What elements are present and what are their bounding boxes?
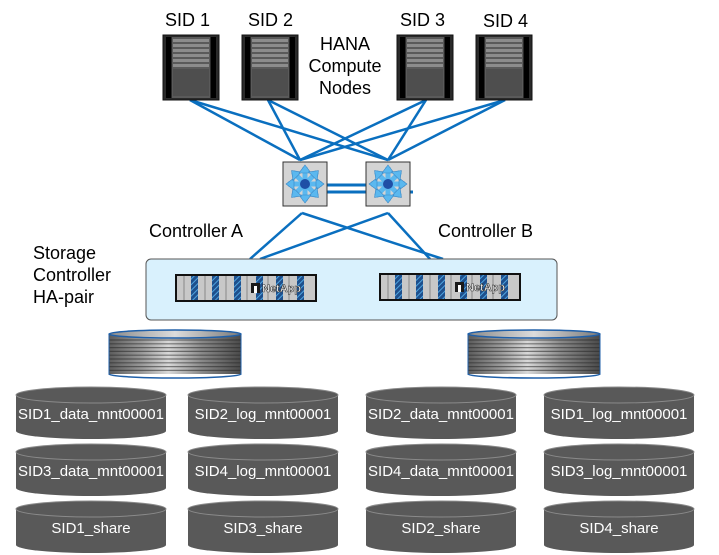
storage-title: Storage Controller HA-pair: [33, 242, 111, 308]
volume-label: SID3_data_mnt00001: [18, 463, 164, 480]
volumes: SID1_data_mnt00001SID3_data_mnt00001SID1…: [15, 386, 695, 553]
volume-cylinder: SID3_log_mnt00001: [543, 443, 695, 496]
node-label-sid3: SID 3: [400, 10, 446, 30]
volume-cylinder: SID2_share: [365, 500, 517, 553]
compute-title-line-2: Compute: [308, 56, 382, 76]
network-switch-icon-switch-1: [282, 161, 328, 207]
link-server-1-switch-1: [189, 98, 301, 162]
volume-cylinder: SID2_data_mnt00001: [365, 386, 517, 439]
volume-label: SID1_share: [51, 520, 130, 537]
storage-title-line-3: HA-pair: [33, 287, 95, 307]
volume-label: SID3_share: [223, 520, 302, 537]
volume-cylinder: SID4_share: [543, 500, 695, 553]
link-server-4-switch-1: [299, 98, 506, 162]
server-icon-sid2: [241, 34, 299, 101]
volume-cylinder: SID1_log_mnt00001: [543, 386, 695, 439]
storage-title-line-2: Controller: [33, 265, 112, 285]
link-server-3-switch-1: [299, 98, 427, 162]
node-label-sid4: SID 4: [483, 11, 529, 31]
link-switch-1-controller-a: [249, 212, 303, 260]
compute-title-line-3: Nodes: [318, 78, 372, 98]
disk-shelf-icon-shelf-a: [108, 329, 242, 379]
volume-cylinder: SID3_data_mnt00001: [15, 443, 167, 496]
link-server-2-switch-2: [267, 98, 389, 162]
link-server-1-switch-2: [189, 98, 389, 162]
compute-nodes: [162, 34, 533, 101]
volume-label: SID2_share: [401, 520, 480, 537]
volume-label: SID4_log_mnt00001: [195, 463, 332, 480]
network-links: [189, 98, 506, 261]
link-server-4-switch-2: [387, 98, 506, 162]
volume-cylinder: SID1_data_mnt00001: [15, 386, 167, 439]
server-icon-sid1: [162, 34, 220, 101]
server-icon-sid4: [475, 34, 533, 101]
volume-label: SID2_data_mnt00001: [368, 406, 514, 423]
node-label-sid2: SID 2: [248, 10, 294, 30]
volume-label: SID3_log_mnt00001: [551, 463, 688, 480]
volume-label: SID4_share: [579, 520, 658, 537]
disk-shelves: [108, 329, 601, 379]
network-switch-icon-switch-2: [365, 161, 411, 207]
link-switch-2-controller-a: [259, 211, 389, 261]
volume-cylinder: SID4_log_mnt00001: [187, 443, 339, 496]
link-server-3-switch-2: [386, 99, 428, 161]
volume-label: SID2_log_mnt00001: [195, 406, 332, 423]
controller-a-label: Controller A: [149, 221, 244, 241]
disk-shelf-icon-shelf-b: [467, 329, 601, 379]
compute-title: HANA Compute Nodes: [300, 33, 390, 99]
volume-label: SID1_data_mnt00001: [18, 406, 164, 423]
controller-b-label: Controller B: [438, 221, 534, 241]
compute-title-line-1: HANA: [319, 34, 370, 54]
volume-cylinder: SID3_share: [187, 500, 339, 553]
netapp-controller-controller-a: NetApp: [175, 274, 317, 302]
storage-title-line-1: Storage: [33, 243, 97, 263]
node-label-sid1: SID 1: [165, 10, 211, 30]
volume-cylinder: SID1_share: [15, 500, 167, 553]
link-switch-1-controller-b: [301, 211, 444, 261]
netapp-controller-controller-b: NetApp: [379, 273, 521, 301]
netapp-brand-text: NetApp: [262, 283, 301, 295]
storage-controllers: NetApp NetApp: [175, 273, 521, 302]
link-server-2-switch-1: [266, 99, 302, 161]
volume-cylinder: SID4_data_mnt00001: [365, 443, 517, 496]
network-switches: [282, 161, 411, 207]
volume-label: SID1_log_mnt00001: [551, 406, 688, 423]
volume-label: SID4_data_mnt00001: [368, 463, 514, 480]
link-switch-2-controller-b: [387, 212, 431, 260]
server-icon-sid3: [396, 34, 454, 101]
volume-cylinder: SID2_log_mnt00001: [187, 386, 339, 439]
netapp-brand-text: NetApp: [466, 282, 505, 294]
